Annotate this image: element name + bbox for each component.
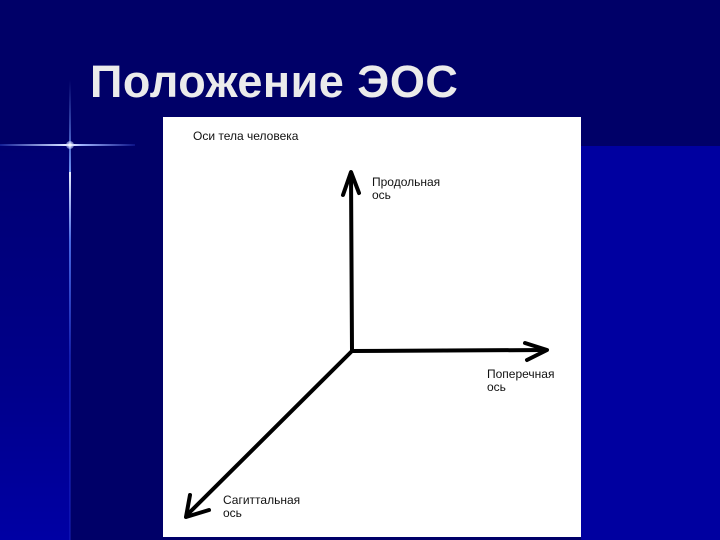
sparkle-vertical-line: [69, 80, 71, 540]
sagittal-arrowhead-icon: [184, 493, 211, 519]
longitudinal-label-line2: ось: [372, 188, 391, 202]
background-left-strip: [0, 146, 70, 540]
diagram-heading: Оси тела человека: [193, 129, 299, 143]
background-right-band: [581, 146, 720, 540]
longitudinal-axis-label: Продольная ось: [372, 176, 440, 202]
transverse-arrowhead-icon: [523, 341, 549, 362]
sparkle-star-icon: [66, 141, 74, 149]
sagittal-label-line1: Сагиттальная: [223, 493, 301, 507]
longitudinal-axis-line: [349, 171, 354, 353]
longitudinal-arrowhead-icon: [341, 170, 361, 197]
body-axes-diagram: Оси тела человека Продольная ось Попереч…: [163, 117, 581, 537]
slide-title: Положение ЭОС: [90, 56, 459, 107]
transverse-label-line2: ось: [487, 380, 506, 394]
sagittal-axis-label: Сагиттальная ось: [223, 494, 300, 520]
transverse-axis-label: Поперечная ось: [487, 368, 554, 394]
transverse-axis-line: [350, 348, 547, 353]
axes-drawing: [184, 170, 549, 519]
transverse-label-line1: Поперечная: [487, 367, 555, 381]
sagittal-axis-line: [185, 349, 354, 517]
sagittal-label-line2: ось: [223, 506, 242, 520]
longitudinal-label-line1: Продольная: [372, 175, 441, 189]
